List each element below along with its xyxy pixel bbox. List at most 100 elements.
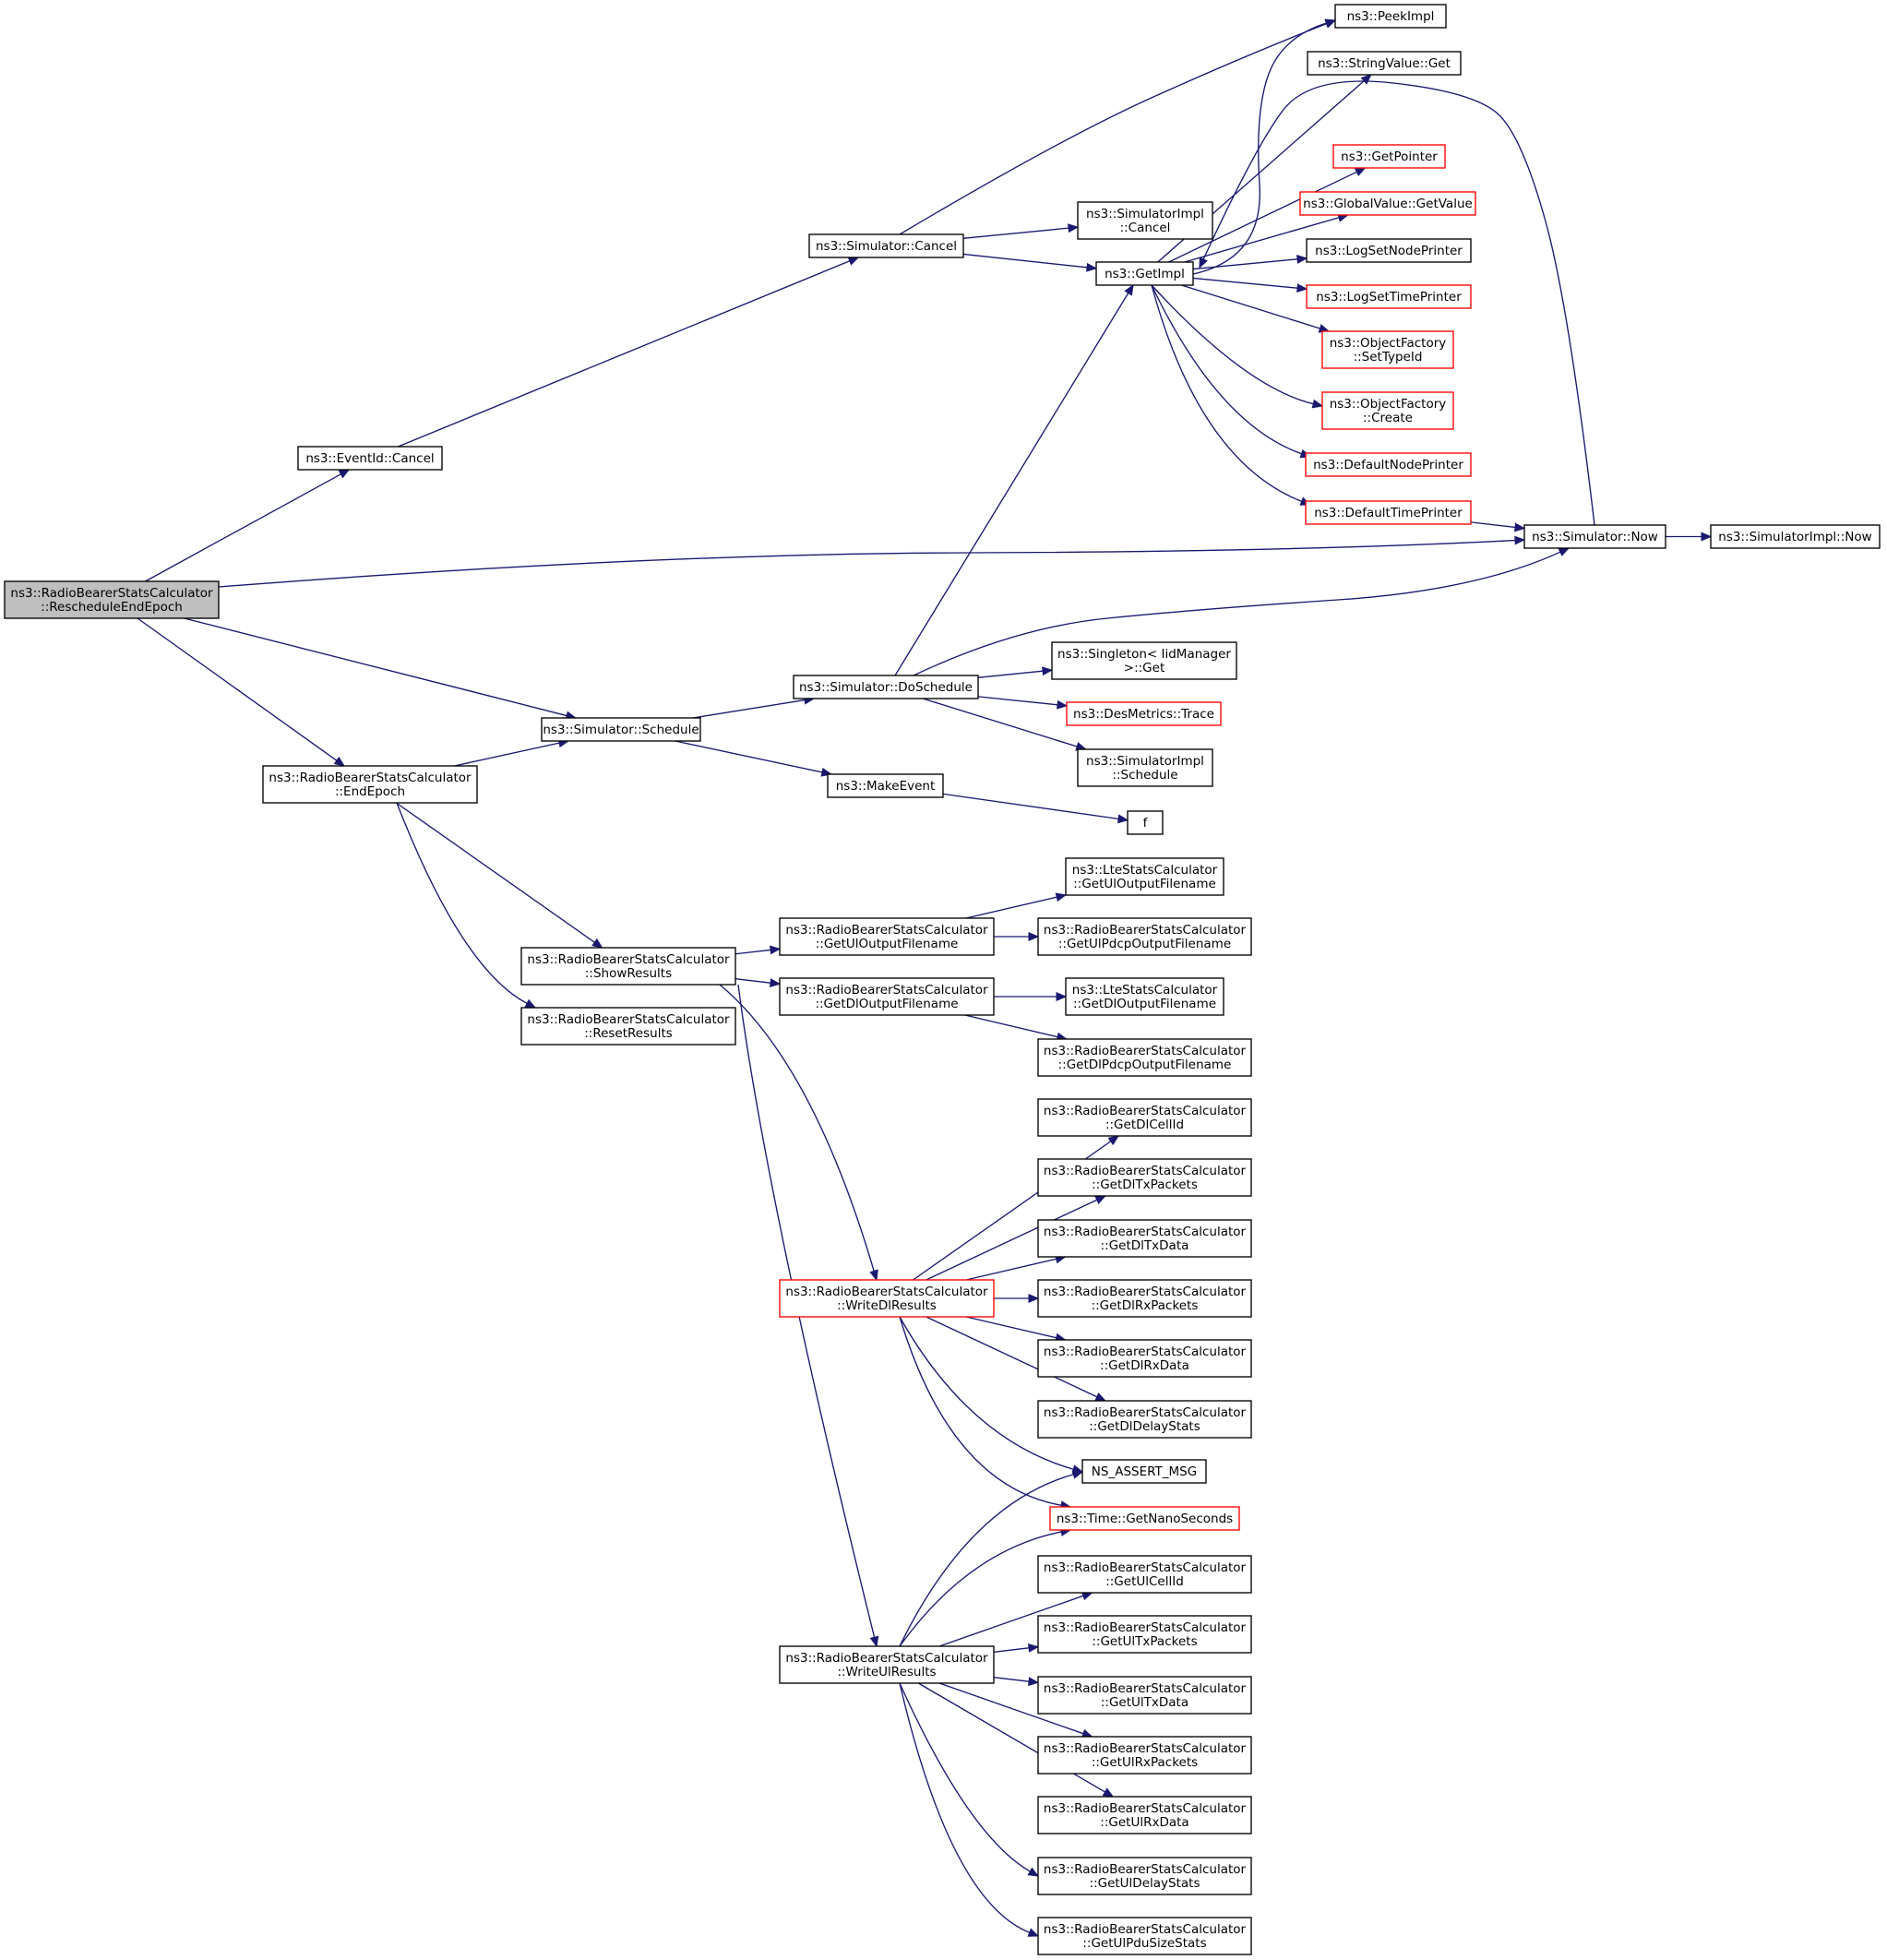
node-getulpdcpoutputfilename[interactable]: ns3::RadioBearerStatsCalculator::GetUlPd… [1037, 917, 1252, 956]
node-sim-now[interactable]: ns3::Simulator::Now [1523, 524, 1666, 549]
node-lte-getdloutputfilename[interactable]: ns3::LteStatsCalculator::GetDlOutputFile… [1065, 977, 1224, 1016]
edge-root-to-sim_now [218, 535, 1526, 588]
edge-line [396, 802, 595, 943]
node-singleton-get[interactable]: ns3::Singleton< IidManager >::Get [1051, 641, 1237, 680]
node-label: ::GetDlDelayStats [1089, 1419, 1200, 1434]
node-lte-getuloutputfilename[interactable]: ns3::LteStatsCalculator::GetUlOutputFile… [1065, 857, 1224, 896]
node-f[interactable]: f [1127, 810, 1164, 835]
node-label: ns3::LogSetNodePrinter [1315, 244, 1463, 258]
node-getdltxdata[interactable]: ns3::RadioBearerStatsCalculator::GetDlTx… [1037, 1219, 1252, 1258]
edge-root-to-sim_schedule [184, 617, 578, 721]
node-box [1037, 1400, 1252, 1439]
edge-line [1168, 171, 1357, 263]
node-sim-cancel[interactable]: ns3::Simulator::Cancel [808, 233, 964, 258]
edge-sim_cancel-to-simimpl_cancel [962, 223, 1080, 239]
node-getulpdusizestats[interactable]: ns3::RadioBearerStatsCalculator::GetUlPd… [1037, 1917, 1252, 1955]
node-box [1037, 1857, 1252, 1895]
arrowhead-icon [1056, 992, 1068, 1001]
node-defaulttimeprinter[interactable]: ns3::DefaultTimePrinter [1305, 500, 1472, 525]
node-box [1305, 452, 1472, 477]
node-peekimpl[interactable]: ns3::PeekImpl [1334, 4, 1447, 29]
edge-line [1184, 217, 1340, 263]
node-getultxdata[interactable]: ns3::RadioBearerStatsCalculator::GetUlTx… [1037, 1676, 1252, 1715]
node-writeulresults[interactable]: ns3::RadioBearerStatsCalculator::WriteUl… [779, 1645, 995, 1684]
node-label: ::GetUlDelayStats [1090, 1876, 1200, 1891]
node-label: ::GetDlTxPackets [1092, 1177, 1198, 1192]
node-label: ns3::RadioBearerStatsCalculator [1044, 1741, 1247, 1756]
node-label: ns3::ObjectFactory [1330, 336, 1447, 351]
node-label: ::GetDlRxData [1100, 1358, 1189, 1373]
node-box [1127, 810, 1164, 835]
node-logsettimeprinter[interactable]: ns3::LogSetTimePrinter [1306, 284, 1472, 309]
node-label: ns3::RadioBearerStatsCalculator [785, 983, 988, 998]
node-eventid-cancel[interactable]: ns3::EventId::Cancel [297, 446, 443, 471]
node-ns-assert-msg[interactable]: NS_ASSERT_MSG [1081, 1459, 1207, 1484]
node-getdlpdcpoutputfilename[interactable]: ns3::RadioBearerStatsCalculator::GetDlPd… [1037, 1038, 1252, 1077]
node-getimpl[interactable]: ns3::GetImpl [1095, 261, 1194, 286]
node-resetresults[interactable]: ns3::RadioBearerStatsCalculator::ResetRe… [520, 1007, 736, 1046]
node-getpointer[interactable]: ns3::GetPointer [1332, 144, 1446, 169]
node-box [1037, 1796, 1252, 1835]
edge-getuloutputfilename-to-getulpdcpoutputfilename [994, 932, 1040, 941]
node-stringvalue-get[interactable]: ns3::StringValue::Get [1307, 51, 1462, 76]
arrowhead-icon [1028, 1294, 1040, 1303]
edge-writeulresults-to-getuldelaystats [899, 1682, 1040, 1877]
node-simimpl-cancel[interactable]: ns3::SimulatorImpl::Cancel [1077, 201, 1213, 240]
node-getuloutputfilename[interactable]: ns3::RadioBearerStatsCalculator::GetUlOu… [779, 917, 995, 956]
node-label: ns3::SimulatorImpl::Now [1718, 530, 1871, 544]
node-box [1065, 977, 1224, 1016]
arrowhead-icon [1117, 814, 1129, 824]
node-label: ns3::LteStatsCalculator [1072, 863, 1218, 878]
node-desmetrics-trace[interactable]: ns3::DesMetrics::Trace [1066, 701, 1222, 726]
arrowhead-icon [769, 978, 782, 988]
node-sim-schedule[interactable]: ns3::Simulator::Schedule [541, 717, 701, 742]
node-label: ns3::RadioBearerStatsCalculator [1044, 1044, 1247, 1058]
node-time-getnanoseconds[interactable]: ns3::Time::GetNanoSeconds [1049, 1506, 1240, 1531]
node-label: ns3::GetImpl [1105, 267, 1185, 281]
node-box [1077, 748, 1213, 787]
node-getultxpackets[interactable]: ns3::RadioBearerStatsCalculator::GetUlTx… [1037, 1615, 1252, 1654]
arrowhead-icon [338, 469, 351, 479]
node-globalvalue-getvalue[interactable]: ns3::GlobalValue::GetValue [1299, 191, 1476, 216]
node-getulcellid[interactable]: ns3::RadioBearerStatsCalculator::GetUlCe… [1037, 1555, 1252, 1594]
node-defaultnodeprinter[interactable]: ns3::DefaultNodePrinter [1305, 452, 1472, 477]
node-getdloutputfilename[interactable]: ns3::RadioBearerStatsCalculator::GetDlOu… [779, 977, 995, 1016]
edge-sim_schedule-to-makeevent [675, 740, 833, 777]
edge-line [962, 253, 1088, 269]
arrowhead-icon [1701, 532, 1713, 542]
node-getdldelaystats[interactable]: ns3::RadioBearerStatsCalculator::GetDlDe… [1037, 1400, 1252, 1439]
node-sim-doschedule[interactable]: ns3::Simulator::DoSchedule [793, 675, 979, 699]
node-box [297, 446, 443, 471]
node-logsetnodeprinter[interactable]: ns3::LogSetNodePrinter [1306, 238, 1472, 263]
call-graph-nodes: ns3::RadioBearerStatsCalculator::Resched… [4, 4, 1881, 1955]
edge-line [454, 742, 560, 767]
node-showresults[interactable]: ns3::RadioBearerStatsCalculator::ShowRes… [520, 947, 736, 986]
node-simimpl-schedule[interactable]: ns3::SimulatorImpl::Schedule [1077, 748, 1213, 787]
node-label: ns3::RadioBearerStatsCalculator [1044, 1225, 1247, 1239]
node-getulrxpackets[interactable]: ns3::RadioBearerStatsCalculator::GetUlRx… [1037, 1736, 1252, 1775]
node-objectfactory-create[interactable]: ns3::ObjectFactory::Create [1321, 391, 1454, 430]
node-writedlresults[interactable]: ns3::RadioBearerStatsCalculator::WriteDl… [779, 1279, 995, 1318]
node-getdlcellid[interactable]: ns3::RadioBearerStatsCalculator::GetDlCe… [1037, 1098, 1252, 1137]
node-getdltxpackets[interactable]: ns3::RadioBearerStatsCalculator::GetDlTx… [1037, 1158, 1252, 1197]
edge-writedlresults-to-getdlrxdata [965, 1316, 1067, 1343]
arrowhead-icon [847, 257, 860, 266]
node-getdlrxpackets[interactable]: ns3::RadioBearerStatsCalculator::GetDlRx… [1037, 1279, 1252, 1318]
edge-sim_cancel-to-getimpl [962, 253, 1098, 272]
arrowhead-icon [1514, 535, 1526, 545]
node-endepoch[interactable]: ns3::RadioBearerStatsCalculator::EndEpoc… [262, 765, 478, 804]
arrowhead-icon [1071, 1470, 1084, 1479]
node-makeevent[interactable]: ns3::MakeEvent [827, 773, 944, 798]
edge-line [938, 1595, 1084, 1647]
node-simimpl-now[interactable]: ns3::SimulatorImpl::Now [1710, 524, 1881, 549]
node-label: ns3::Simulator::Schedule [543, 723, 699, 737]
edge-line [965, 896, 1057, 919]
node-getulrxdata[interactable]: ns3::RadioBearerStatsCalculator::GetUlRx… [1037, 1796, 1252, 1835]
node-getuldelaystats[interactable]: ns3::RadioBearerStatsCalculator::GetUlDe… [1037, 1857, 1252, 1895]
node-box [1037, 917, 1252, 956]
node-objectfactory-settypeid[interactable]: ns3::ObjectFactory::SetTypeId [1321, 330, 1454, 369]
edge-line [977, 696, 1058, 706]
node-getdlrxdata[interactable]: ns3::RadioBearerStatsCalculator::GetDlRx… [1037, 1339, 1252, 1378]
edge-writeulresults-to-getultxdata [993, 1677, 1040, 1687]
node-label: ::Cancel [1120, 221, 1171, 235]
